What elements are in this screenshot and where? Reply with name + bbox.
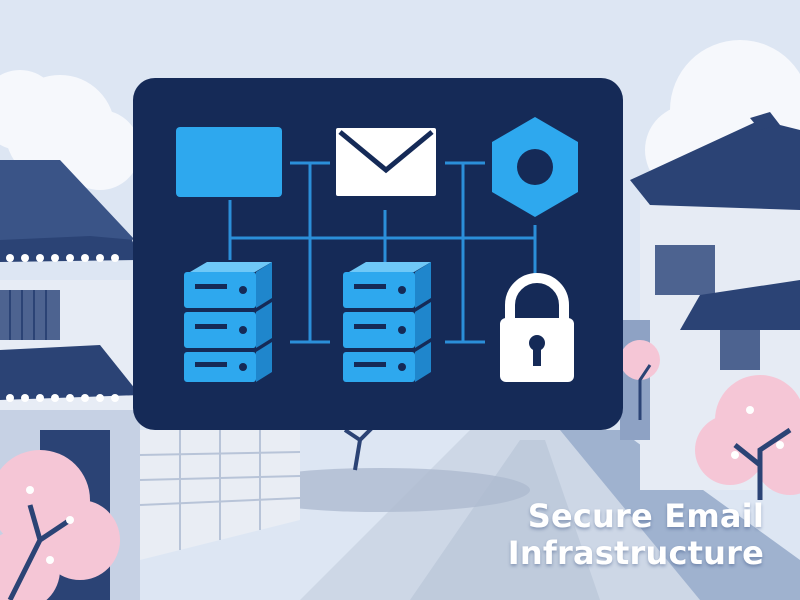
server-icon bbox=[343, 262, 431, 382]
cherry-blossom-icon bbox=[0, 450, 120, 600]
caption: Secure Email Infrastructure bbox=[464, 498, 764, 572]
hanok-left bbox=[0, 160, 140, 600]
folder-icon bbox=[176, 127, 282, 197]
cherry-tree-right bbox=[620, 340, 800, 500]
cloud-left bbox=[0, 70, 140, 190]
shadow bbox=[230, 468, 530, 512]
server-icon bbox=[184, 262, 272, 388]
stone-wall bbox=[139, 430, 301, 560]
caption-line-1: Secure Email bbox=[527, 497, 764, 535]
padlock-icon bbox=[500, 273, 574, 382]
sidewalk-right bbox=[560, 430, 800, 600]
hex-nut-icon bbox=[492, 117, 578, 217]
network-connectors bbox=[228, 161, 537, 344]
caption-line-2: Infrastructure bbox=[507, 534, 764, 572]
envelope-icon bbox=[336, 128, 436, 196]
